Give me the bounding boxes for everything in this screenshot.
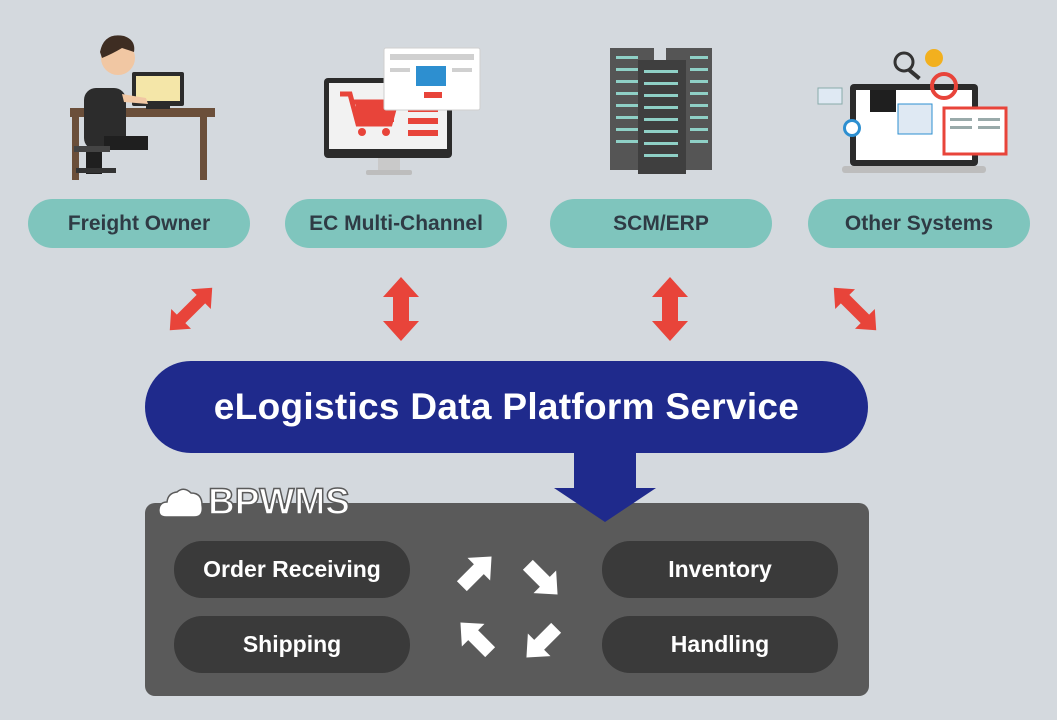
module-handling: Handling [602,616,838,673]
source-scm-erp: SCM/ERP [550,199,772,248]
platform-to-bpwms-arrow [554,448,656,522]
source-ec-multi-channel: EC Multi-Channel [285,199,507,248]
platform-title: eLogistics Data Platform Service [213,386,800,427]
server-rack-icon [610,48,712,174]
shopping-cart-monitor-icon [324,47,481,175]
arrow-up-left [460,622,496,658]
arrow-scm-erp-to-platform [652,277,688,341]
person-at-desk-icon [70,35,215,180]
arrow-up-right [456,556,492,592]
cloud-icon [158,488,204,518]
arrow-down-right [522,559,558,595]
arrow-freight-owner-to-platform [169,287,213,331]
arrow-down-left [526,622,562,658]
platform-banner: eLogistics Data Platform Service [145,361,868,453]
bpwms-title-text: BPWMS [207,480,350,523]
module-shipping: Shipping [174,616,410,673]
bpwms-title: BPWMS [158,480,351,524]
module-order-receiving: Order Receiving [174,541,410,598]
laptop-apps-icon [817,49,1008,173]
source-other-systems: Other Systems [808,199,1030,248]
arrow-other-systems-to-platform [833,287,877,331]
arrow-ec-multi-channel-to-platform [383,277,419,341]
module-inventory: Inventory [602,541,838,598]
source-freight-owner: Freight Owner [28,199,250,248]
